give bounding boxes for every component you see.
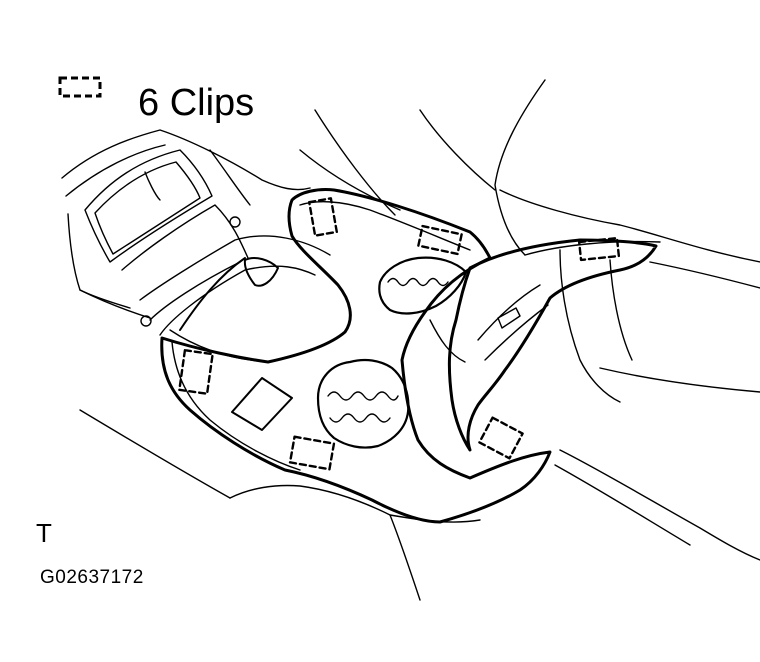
clip-marker-3 bbox=[308, 197, 338, 237]
figure-code: G02637172 bbox=[40, 567, 144, 588]
cup-holders bbox=[316, 256, 468, 449]
clip-marker-2 bbox=[288, 435, 336, 471]
cup-holder-rear bbox=[378, 256, 468, 315]
console-trim-panel bbox=[160, 188, 552, 524]
panel-openings bbox=[179, 257, 293, 431]
clip-count-label: 6 Clips bbox=[138, 82, 255, 124]
clip-marker-6 bbox=[478, 416, 524, 460]
clip-markers bbox=[178, 197, 621, 471]
clip-legend-icon bbox=[58, 76, 102, 98]
clip-marker-4 bbox=[417, 224, 463, 256]
clip-marker-1 bbox=[178, 349, 214, 395]
console-side-trim bbox=[429, 238, 658, 452]
clip-marker-5 bbox=[577, 236, 621, 262]
view-orientation-mark: T bbox=[36, 518, 52, 548]
cup-holder-front bbox=[316, 358, 410, 449]
